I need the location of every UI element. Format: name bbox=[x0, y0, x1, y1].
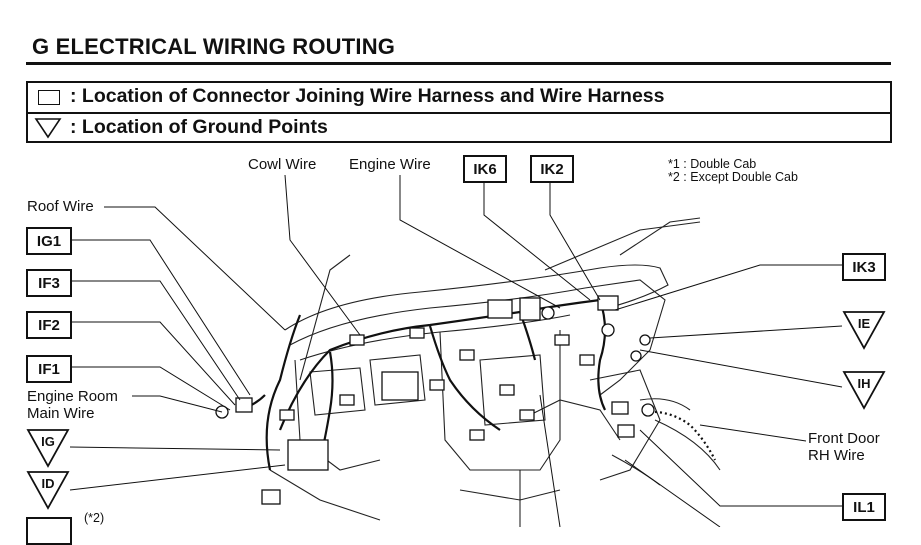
engine-room-line-2: Main Wire bbox=[27, 405, 95, 422]
engine-room-main-wire-label: Engine Room Main Wire bbox=[27, 388, 118, 422]
ground-triangle-icon bbox=[34, 118, 62, 139]
ground-ig-triangle-icon bbox=[26, 429, 70, 468]
connector-ik2: IK2 bbox=[530, 155, 574, 183]
front-door-line-2: RH Wire bbox=[808, 447, 865, 464]
ground-id: ID bbox=[26, 470, 70, 510]
dashboard-wiring-illustration bbox=[69, 174, 843, 527]
roof-wire-label: Roof Wire bbox=[27, 198, 94, 215]
note-double-cab: *1 : Double Cab bbox=[668, 157, 757, 171]
connector-rectangle-icon bbox=[38, 90, 60, 105]
connector-if3: IF3 bbox=[26, 269, 72, 297]
ground-ih-triangle-icon bbox=[842, 371, 886, 410]
front-door-rh-wire-label: Front Door RH Wire bbox=[808, 430, 880, 464]
connector-partial-bottom bbox=[26, 517, 72, 545]
connector-ig1: IG1 bbox=[26, 227, 72, 255]
connector-if2: IF2 bbox=[26, 311, 72, 339]
ground-ig-label: IG bbox=[41, 434, 55, 449]
connector-ik3: IK3 bbox=[842, 253, 886, 281]
legend-box: : Location of Connector Joining Wire Har… bbox=[26, 81, 892, 143]
connector-if1: IF1 bbox=[26, 355, 72, 383]
front-door-line-1: Front Door bbox=[808, 430, 880, 447]
ground-ig: IG bbox=[26, 428, 70, 468]
ground-ie-triangle-icon bbox=[842, 311, 886, 350]
cowl-wire-label: Cowl Wire bbox=[248, 156, 317, 173]
ground-ie-label: IE bbox=[857, 316, 871, 331]
ground-id-label: ID bbox=[41, 476, 55, 491]
ground-ie: IE bbox=[842, 310, 886, 350]
connector-ik6: IK6 bbox=[463, 155, 507, 183]
note-except-double-cab: *2 : Except Double Cab bbox=[668, 170, 798, 184]
ground-id-triangle-icon bbox=[26, 471, 70, 510]
title-rule bbox=[26, 62, 891, 65]
page-title: G ELECTRICAL WIRING ROUTING bbox=[32, 34, 396, 59]
partial-note-label: (*2) bbox=[84, 511, 105, 525]
engine-wire-label: Engine Wire bbox=[349, 156, 431, 173]
legend-row-connector: : Location of Connector Joining Wire Har… bbox=[28, 83, 890, 112]
engine-room-line-1: Engine Room bbox=[27, 388, 118, 405]
legend-connector-text: : Location of Connector Joining Wire Har… bbox=[70, 85, 665, 107]
legend-ground-text: : Location of Ground Points bbox=[70, 116, 328, 138]
connector-il1: IL1 bbox=[842, 493, 886, 521]
legend-row-ground: : Location of Ground Points bbox=[28, 112, 890, 141]
ground-ih-label: IH bbox=[857, 376, 871, 391]
ground-ih: IH bbox=[842, 370, 886, 410]
